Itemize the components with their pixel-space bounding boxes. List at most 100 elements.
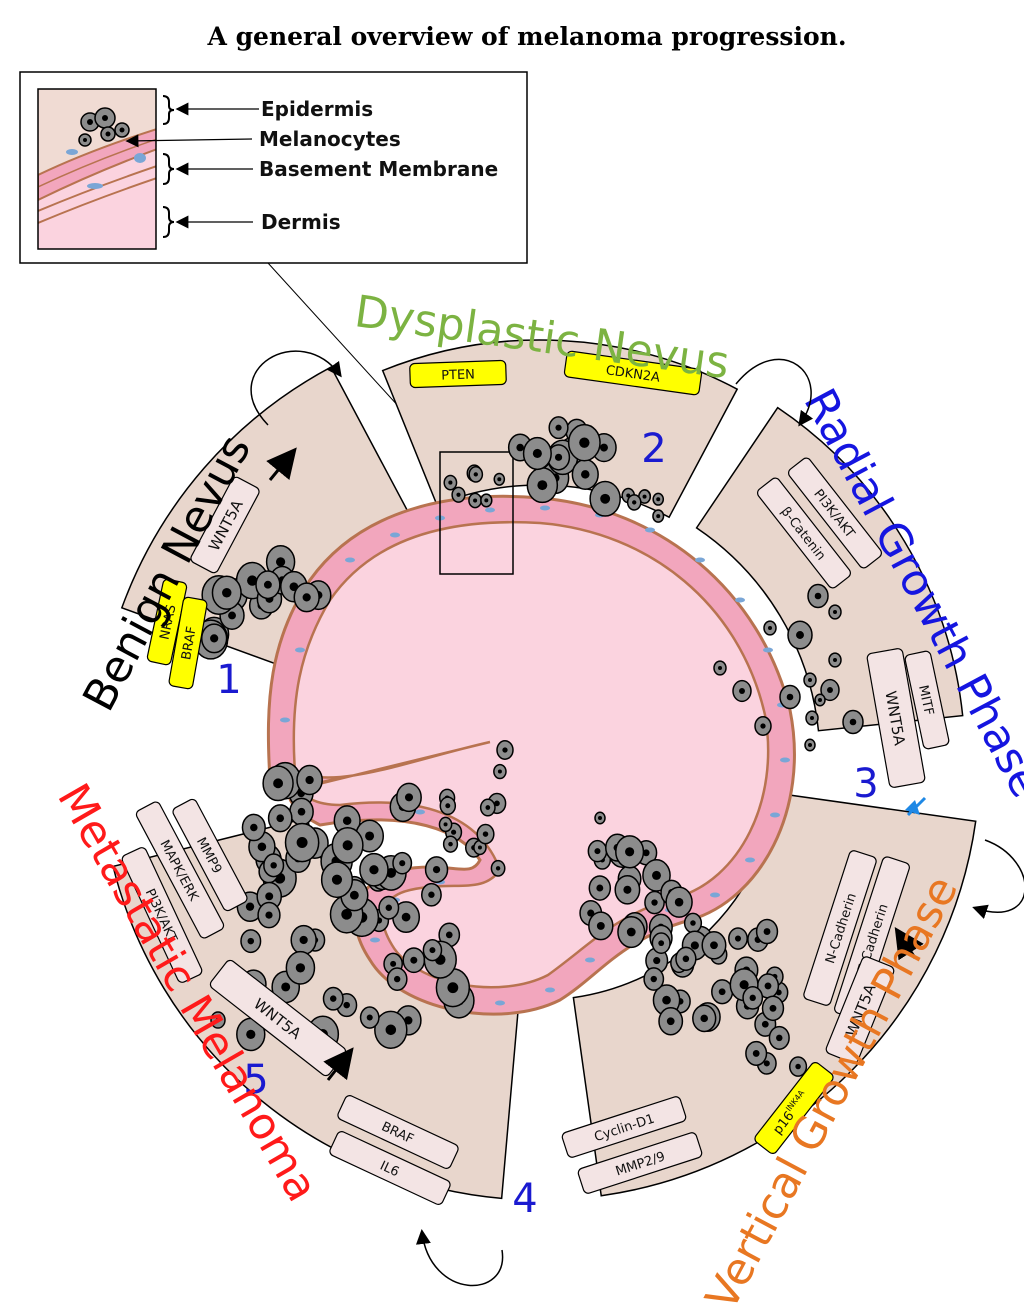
melanocyte (392, 851, 413, 875)
melanocyte (480, 493, 493, 508)
tag-metastatic-mmp9: MMP9 (172, 798, 248, 912)
melanocyte (692, 1004, 717, 1033)
melanocyte (588, 875, 612, 901)
melanocyte (424, 856, 449, 883)
melanocyte (742, 985, 764, 1010)
melanocyte (828, 604, 842, 620)
figure-title: A general overview of melanoma progressi… (206, 22, 846, 51)
melanocyte (755, 918, 779, 945)
melanocyte (651, 932, 671, 955)
melanocyte (359, 852, 389, 887)
svg-text:NRAS: NRAS (157, 603, 179, 641)
membrane-nucleus (495, 1000, 505, 1006)
svg-text:PTEN: PTEN (441, 367, 475, 383)
melanocyte (665, 886, 693, 918)
melanocyte (732, 679, 752, 703)
melanocyte-cells (193, 416, 864, 1077)
melanocyte (262, 765, 294, 802)
melanocyte (359, 1006, 380, 1029)
melanocyte (642, 859, 671, 892)
tag-dysplastic-cdkn2a: CDKN2A (563, 350, 703, 396)
metastatic-up-arrow (323, 1047, 354, 1081)
legend-basement-membrane: Basement Membrane (259, 157, 498, 181)
arrow-2-to-3 (735, 358, 814, 427)
melanocyte (761, 995, 785, 1022)
melanocyte (675, 946, 697, 971)
membrane-nucleus (780, 757, 790, 763)
melanocyte (842, 709, 864, 735)
zoom-box (439, 451, 514, 575)
membrane-nucleus (295, 647, 305, 653)
vertical-up-arrow (894, 926, 924, 961)
melanocyte (285, 950, 316, 985)
melanocyte (255, 570, 281, 600)
melanocyte (451, 486, 466, 503)
melanocyte (768, 1025, 790, 1050)
melanocyte (442, 835, 459, 853)
phase-number-1: 1 (216, 657, 241, 703)
melanocyte (805, 710, 819, 726)
melanocyte (496, 740, 514, 760)
membrane-nucleus (345, 557, 355, 563)
indicator-arrows (266, 447, 927, 1081)
melanocyte (588, 911, 614, 941)
svg-text:MITF: MITF (915, 684, 936, 717)
melanocyte (683, 912, 703, 934)
membrane-nucleus (390, 532, 400, 538)
tag-radial-wnt5a: WNT5A (866, 648, 926, 788)
tag-radial-pi3k-akt: PI3K/AKT (788, 457, 882, 569)
melanocyte (807, 583, 829, 609)
melanocyte (396, 782, 422, 813)
melanocyte (240, 929, 262, 954)
melanocyte (422, 938, 443, 962)
melanocyte (468, 492, 483, 509)
arrow-4-to-5 (415, 1229, 504, 1287)
melanocyte (652, 509, 665, 523)
melanocyte (828, 652, 842, 668)
melanocyte (386, 967, 408, 991)
melanocyte (614, 874, 641, 905)
membrane-nucleus (735, 597, 745, 603)
inset-legend: Epidermis Melanocytes Basement Membrane … (19, 71, 528, 264)
tag-dysplastic-pten: PTEN (409, 359, 507, 389)
legend-epidermis: Epidermis (261, 97, 373, 121)
melanocyte (820, 678, 840, 702)
membrane-nucleus (763, 647, 773, 653)
melanocyte (652, 492, 665, 506)
melanocyte (788, 1056, 808, 1077)
membrane-nucleus (540, 505, 550, 511)
membrane-nucleus (485, 507, 495, 513)
melanocyte (435, 968, 471, 1008)
melanocyte (241, 813, 266, 842)
membrane-nucleus (280, 717, 290, 723)
melanocyte (493, 763, 507, 780)
melanocyte (643, 967, 665, 991)
arrow-1-to-2 (250, 350, 342, 426)
melanocyte (211, 575, 242, 610)
membrane-nucleus (695, 557, 705, 563)
melanocyte (803, 672, 817, 688)
melanocyte (476, 823, 495, 845)
melanocyte (754, 716, 772, 736)
melanocyte (468, 466, 484, 483)
membrane-nucleus (710, 892, 720, 898)
melanocyte (490, 859, 506, 877)
melanocyte (594, 811, 606, 825)
melanocyte (296, 764, 323, 796)
tag-metastatic-il6: IL6 (329, 1131, 451, 1205)
melanocyte (333, 805, 361, 837)
tag-vertical-p16: p16INK4A (754, 1062, 834, 1154)
melanocyte (814, 693, 826, 707)
membrane-nucleus (745, 857, 755, 863)
melanocyte (745, 1040, 768, 1067)
melanocyte (728, 927, 748, 950)
melanocyte (493, 472, 506, 486)
tag-vertical-cyclin-d1: Cyclin-D1 (561, 1096, 687, 1158)
membrane-nucleus (545, 987, 555, 993)
melanocyte (374, 1010, 408, 1049)
melanocyte (293, 582, 320, 613)
phase-number-5: 5 (243, 1057, 268, 1103)
melanocyte (331, 827, 364, 864)
tag-radial-mitf: MITF (904, 650, 950, 750)
melanocyte (567, 423, 601, 462)
